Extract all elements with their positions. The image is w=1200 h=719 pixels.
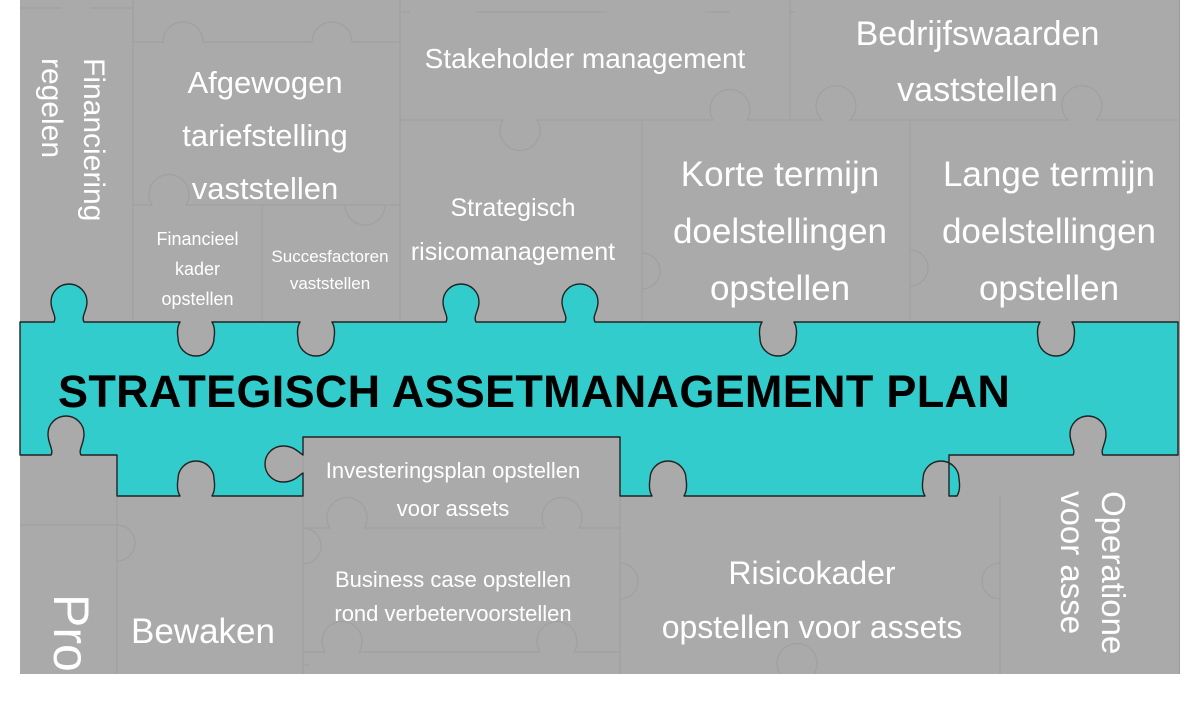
piece-bedrijfswaarden-label: Bedrijfswaarden vaststellen: [855, 15, 1100, 109]
piece-stakeholder-label: Stakeholder management: [424, 43, 746, 74]
piece-financiering-label: Financiering regelen: [35, 58, 110, 222]
piece-pro-partial-label: Pro: [43, 594, 99, 672]
piece-succesfactoren-label: Succesfactoren vaststellen: [271, 247, 389, 293]
piece-tariefstelling-label: Afgewogen tariefstelling vaststellen: [182, 65, 348, 206]
central-puzzle-piece: [19, 283, 1179, 497]
piece-investeringsplan-label: Investeringsplan opstellen voor assets: [325, 458, 581, 521]
piece-korte-termijn-label: Korte termijn doelstellingen opstellen: [672, 155, 888, 308]
piece-financieel-kader-label: Financieel kader opstellen: [156, 229, 239, 309]
puzzle-diagram: [19, 0, 1180, 674]
piece-bewaken-rams-label: Bewaken RAMS: [131, 612, 275, 709]
piece-seams: [20, 0, 1178, 674]
piece-business-case-label: Business case opstellen rond verbetervoo…: [334, 567, 572, 626]
piece-risicokader-label: Risicokader opstellen voor assets: [661, 555, 963, 645]
piece-operationele-label: Operatione voor asse: [1054, 491, 1132, 655]
piece-lange-termijn-label: Lange termijn doelstellingen opstellen: [941, 155, 1157, 308]
piece-strategisch-risico-label: Strategisch risicomanagement: [410, 194, 616, 266]
central-piece-title: STRATEGISCH ASSETMANAGEMENT PLAN: [58, 366, 1011, 417]
